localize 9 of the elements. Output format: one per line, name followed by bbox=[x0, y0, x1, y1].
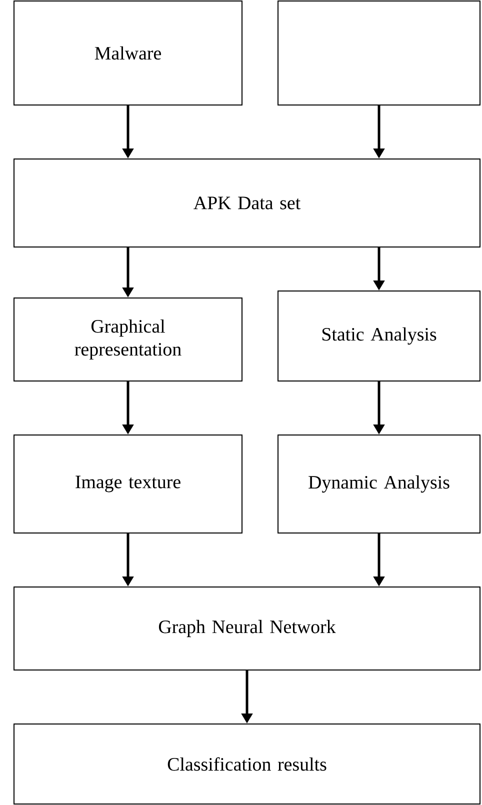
process-box: Static Analysis bbox=[278, 290, 480, 382]
process-box: APK Data set bbox=[14, 158, 480, 248]
process-box: Graph Neural Network bbox=[14, 586, 480, 670]
empty-box bbox=[278, 0, 480, 106]
process-box: Graphical representation bbox=[14, 298, 242, 382]
process-box: Malware bbox=[14, 0, 242, 106]
process-box: Classification results bbox=[14, 724, 480, 804]
process-box: Dynamic Analysis bbox=[278, 434, 480, 534]
process-box: Image texture bbox=[14, 434, 242, 534]
